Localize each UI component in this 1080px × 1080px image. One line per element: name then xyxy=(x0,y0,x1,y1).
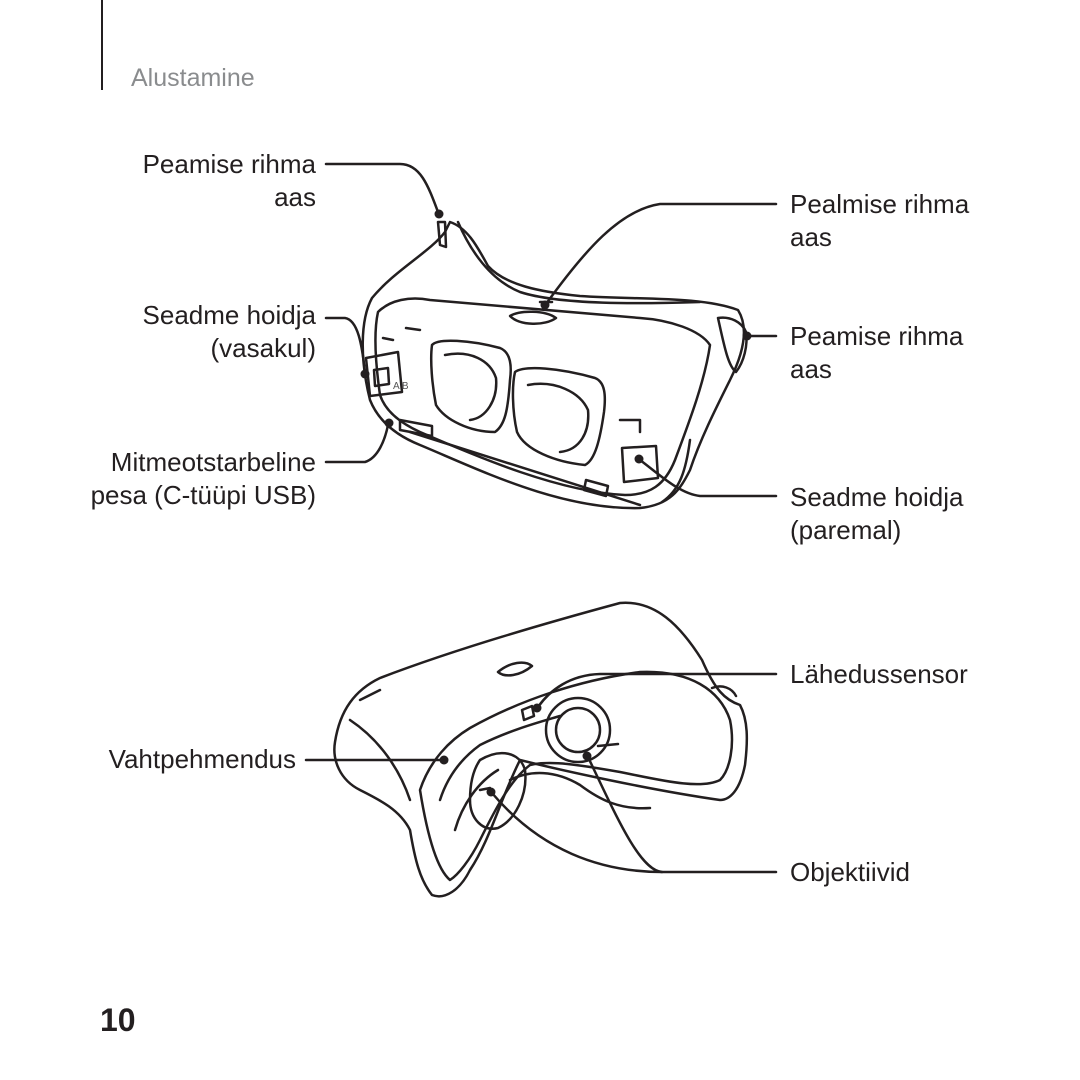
label-device-holder-right: Seadme hoidja (paremal) xyxy=(790,482,964,545)
page-number: 10 xyxy=(100,1002,136,1038)
label-main-strap-loop-left: Peamise rihma aas xyxy=(142,149,316,212)
label-proximity-sensor: Lähedussensor xyxy=(790,659,968,689)
label-foam-cushion: Vahtpehmendus xyxy=(108,744,296,774)
label-main-strap-loop-right: Peamise rihma aas xyxy=(790,321,964,384)
headset-rear-view-illustration xyxy=(361,220,748,510)
section-title: Alustamine xyxy=(131,64,255,92)
label-multipurpose-port: Mitmeotstarbeline pesa (C-tüüpi USB) xyxy=(90,447,316,510)
label-device-holder-left: Seadme hoidja (vasakul) xyxy=(142,300,316,363)
header-rule xyxy=(101,0,103,90)
leader-lines xyxy=(304,162,778,874)
label-lenses: Objektiivid xyxy=(790,857,910,887)
holder-marks: A B xyxy=(393,381,409,392)
headset-front-view-illustration xyxy=(333,601,749,898)
label-top-strap-loop: Pealmise rihma aas xyxy=(790,189,970,252)
